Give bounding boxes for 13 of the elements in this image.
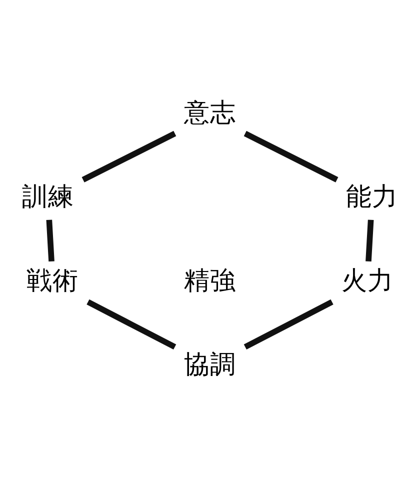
node-text: 協調 <box>184 349 236 380</box>
node-text: 精強 <box>184 265 236 296</box>
connector <box>46 219 54 262</box>
connector <box>86 298 176 350</box>
connector <box>366 219 374 262</box>
node-text: 能力 <box>346 182 398 212</box>
connector <box>244 298 334 350</box>
connector <box>244 130 338 182</box>
node-text: 戦術 <box>26 265 79 296</box>
node-text: 訓練 <box>22 182 74 212</box>
node-text: 火力 <box>341 265 394 296</box>
connector <box>82 130 176 182</box>
node-text: 意志 <box>184 98 236 128</box>
